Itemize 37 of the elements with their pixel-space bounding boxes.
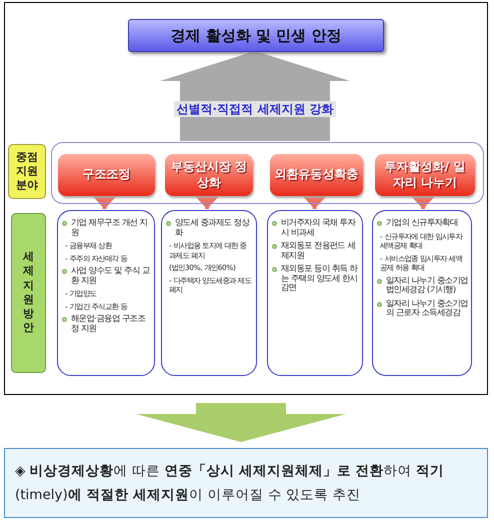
area-box	[58, 154, 155, 196]
measure-item: 재외동포 전용펀드 세제지원	[281, 240, 355, 260]
measure-item: 기업 재무구조 개선 지원	[71, 217, 148, 236]
measure-box	[372, 210, 472, 376]
row-label: 중점 지원 분야	[15, 150, 39, 193]
goal-box	[128, 19, 384, 52]
measure-box	[267, 210, 363, 376]
arrow	[136, 403, 346, 442]
measure-item: 일자리 나누기 중소기업의 근로자 소득세경감	[386, 298, 468, 317]
arrow	[410, 194, 436, 209]
row-label: 세제 지원 방안	[22, 250, 35, 336]
area-title: 구조조정	[82, 167, 132, 183]
measure-item: 해운업·금융업 구조조정 지원	[71, 313, 145, 332]
measure-item: 일자리 나누기 중소기업 법인세경감 (기시행)	[386, 274, 468, 294]
measure-item: 양도세 중과제도 정상화	[175, 217, 249, 236]
goal-title: 경제 활성화 및 민생 안정	[170, 26, 342, 46]
measure-item: 재외동포 등이 취득 하는 주택의 양도세 한시 감면	[281, 263, 358, 292]
edge-label: 선별적·직접적 세제지원 강화	[174, 101, 336, 117]
area-box	[270, 154, 363, 196]
area-title: 투자활성화/ 일자리 나누기	[384, 159, 466, 191]
measure-box	[57, 210, 155, 376]
frame-box	[4, 2, 488, 395]
row-tag	[11, 213, 46, 373]
summary-box	[4, 448, 488, 518]
arrow	[194, 194, 220, 209]
arrow	[302, 194, 328, 209]
measure-box	[161, 210, 257, 376]
measure-item: 사업 양수도 및 주식 교환 지원	[71, 265, 150, 284]
summary-text: ◈ 비상경제상황에 따른 연중「상시 세제지원체제」로 전환하여 적기(timely)에 적절한 세제지원이 이루어질 수 있도록 추진	[14, 462, 445, 505]
row-tag	[8, 144, 46, 199]
area-title: 외환유동성확충	[274, 167, 360, 183]
measure-item: 비거주자의 국채 투자시 비과세	[281, 217, 355, 236]
area-box	[375, 154, 475, 196]
arrow	[92, 194, 118, 209]
measure-item: 기업의 신규투자확대	[386, 217, 458, 227]
area-title: 부동산시장 정상화	[170, 159, 248, 191]
band-outline	[51, 142, 484, 204]
